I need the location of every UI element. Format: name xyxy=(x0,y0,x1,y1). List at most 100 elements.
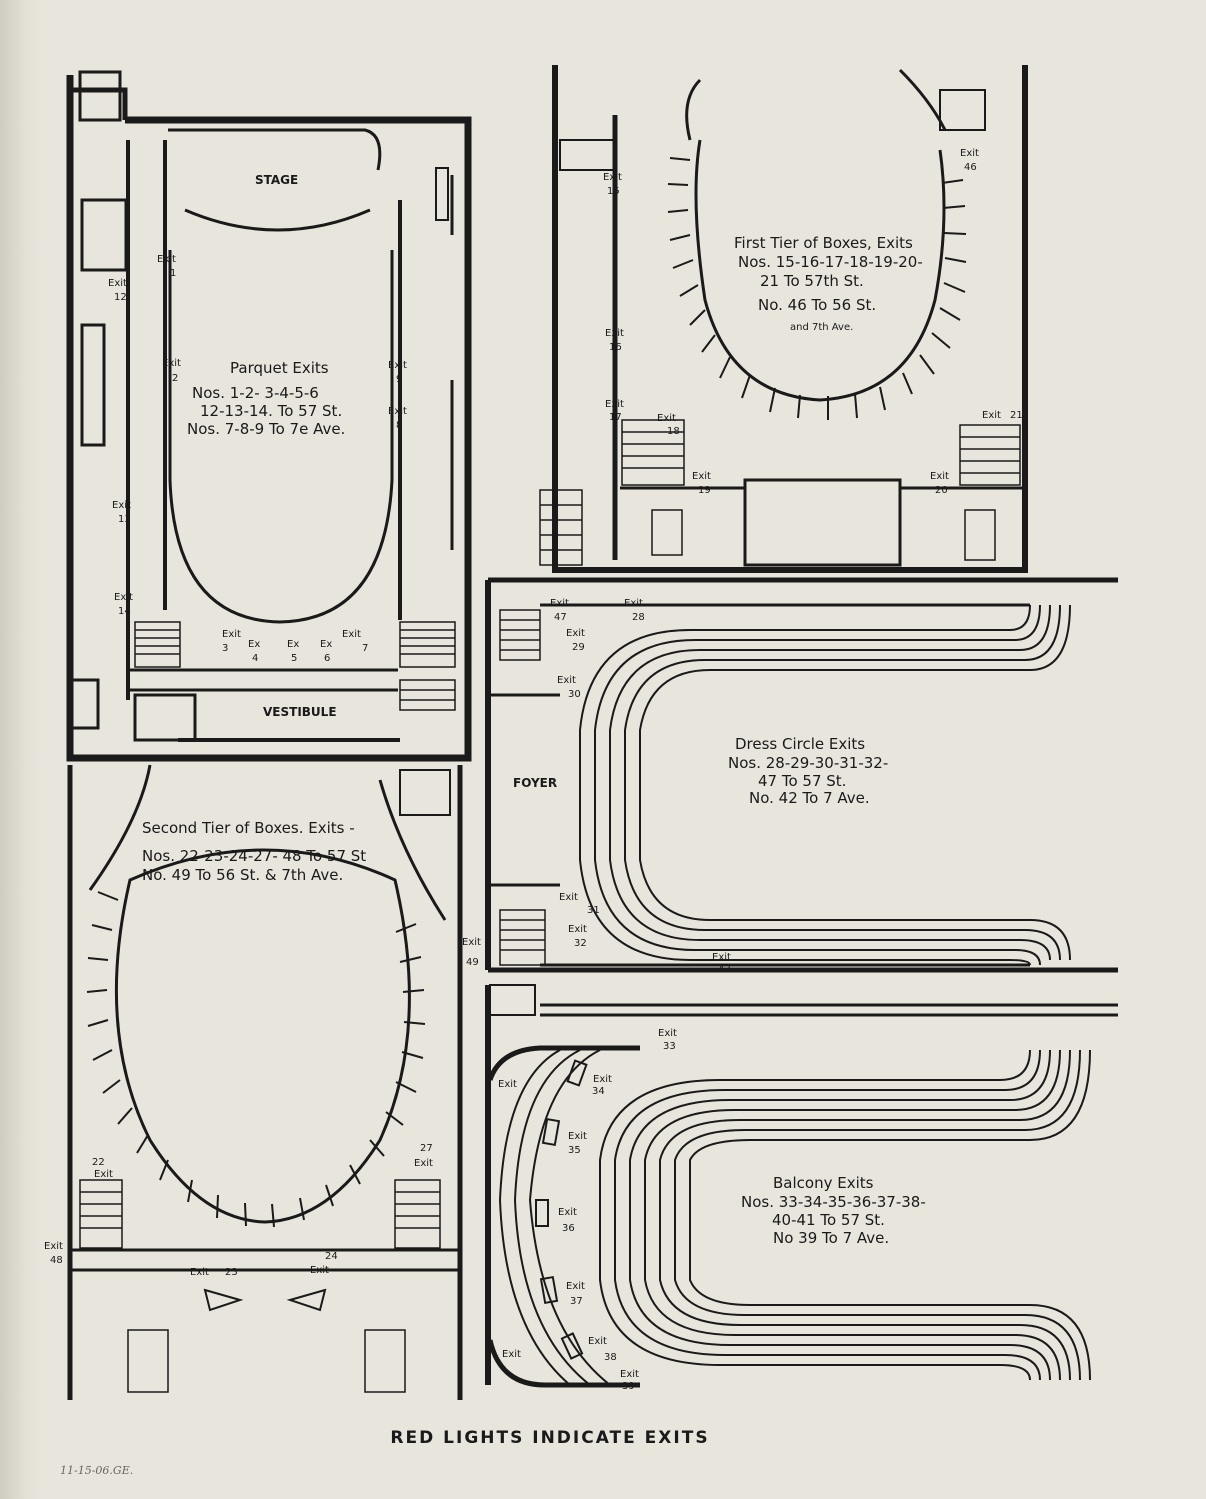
exit-number: 3 xyxy=(222,643,228,654)
exit-number: 48 xyxy=(50,1255,63,1266)
exit-number: 14 xyxy=(118,606,131,617)
exit-word: Exit xyxy=(692,471,711,482)
exit-number: 27 xyxy=(420,1143,433,1154)
balcony-title: Balcony Exits xyxy=(773,1174,874,1192)
exit-number: 2 xyxy=(172,373,178,384)
first-tier-line-3: No. 46 To 56 St. xyxy=(758,296,876,314)
exit-number: 9 xyxy=(396,374,402,385)
exit-number: 17 xyxy=(609,412,622,423)
exit-word: Exit xyxy=(112,500,131,511)
exit-number: 24 xyxy=(325,1251,338,1262)
first-tier-line-2: 21 To 57th St. xyxy=(760,272,864,290)
exit-number: 6 xyxy=(324,653,330,664)
exit-number: 18 xyxy=(667,426,680,437)
exit-number: 8 xyxy=(396,420,402,431)
exit-number: 42 xyxy=(718,964,731,975)
exit-word: Ex xyxy=(248,639,260,650)
exit-word: Exit xyxy=(414,1158,433,1169)
foyer-label: FOYER xyxy=(513,776,557,790)
exit-word: Exit xyxy=(557,675,576,686)
second-tier-line-1: Nos. 22-23-24-27- 48 To 57 St xyxy=(142,847,366,865)
vestibule-label: VESTIBULE xyxy=(263,705,337,719)
balcony-line-2: 40-41 To 57 St. xyxy=(772,1211,885,1229)
exit-word: Exit xyxy=(566,1281,585,1292)
first-tier-line-1: Nos. 15-16-17-18-19-20- xyxy=(738,253,923,271)
dress-circle-line-3: No. 42 To 7 Ave. xyxy=(749,789,870,807)
exit-word: Exit xyxy=(550,598,569,609)
exit-word: Exit xyxy=(190,1267,209,1278)
exit-number: 12 xyxy=(114,292,127,303)
exit-number: 13 xyxy=(118,514,131,525)
exit-number: 21 xyxy=(1010,410,1023,421)
exit-number: 5 xyxy=(291,653,297,664)
exit-word: Ex xyxy=(320,639,332,650)
balcony-line-3: No 39 To 7 Ave. xyxy=(773,1229,889,1247)
exit-word: Exit xyxy=(982,410,1001,421)
exit-number: 22 xyxy=(92,1157,105,1168)
exit-word: Exit xyxy=(558,1207,577,1218)
exit-word: Exit xyxy=(222,629,241,640)
exit-number: 35 xyxy=(568,1145,581,1156)
exit-number: 31 xyxy=(587,905,600,916)
exit-number: 23 xyxy=(225,1267,238,1278)
parquet-title: Parquet Exits xyxy=(230,359,329,377)
exit-word: Exit xyxy=(388,360,407,371)
exit-number: 1 xyxy=(170,268,176,279)
exit-number: 47 xyxy=(554,612,567,623)
exit-word: Exit xyxy=(593,1074,612,1085)
dress-circle-line-1: Nos. 28-29-30-31-32- xyxy=(728,754,888,772)
exit-word: Exit xyxy=(568,924,587,935)
exit-word: Exit xyxy=(162,358,181,369)
exit-word: Exit xyxy=(388,406,407,417)
exit-number: 39 xyxy=(622,1381,635,1392)
exit-word: Exit xyxy=(114,592,133,603)
exit-number: 34 xyxy=(592,1086,605,1097)
stage-label: STAGE xyxy=(255,173,298,187)
exit-number: 49 xyxy=(466,957,479,968)
exit-word: Exit xyxy=(930,471,949,482)
dress-circle-line-2: 47 To 57 St. xyxy=(758,772,846,790)
exit-number: 20 xyxy=(935,485,948,496)
dress-circle-plan xyxy=(485,577,1118,973)
exit-word: Exit xyxy=(568,1131,587,1142)
exit-word: Exit xyxy=(960,148,979,159)
exit-word: Exit xyxy=(566,628,585,639)
exit-word: Exit xyxy=(94,1169,113,1180)
exit-word: Exit xyxy=(108,278,127,289)
exit-word: Exit xyxy=(559,892,578,903)
exit-number: 15 xyxy=(607,186,620,197)
exit-word: Exit xyxy=(498,1079,517,1090)
dress-circle-title: Dress Circle Exits xyxy=(735,735,865,753)
first-tier-plan xyxy=(539,65,1028,573)
exit-number: 32 xyxy=(574,938,587,949)
exit-word: Exit xyxy=(712,952,731,963)
exit-word: Exit xyxy=(462,937,481,948)
exit-word: Exit xyxy=(342,629,361,640)
first-tier-title: First Tier of Boxes, Exits xyxy=(734,234,913,252)
exit-word: Exit xyxy=(620,1369,639,1380)
parquet-line-1: Nos. 1-2- 3-4-5-6 xyxy=(192,384,319,402)
exit-word: Exit xyxy=(44,1241,63,1252)
balcony-line-1: Nos. 33-34-35-36-37-38- xyxy=(741,1193,926,1211)
exit-word: Exit xyxy=(502,1349,521,1360)
exit-word: Exit xyxy=(310,1265,329,1276)
exit-number: 4 xyxy=(252,653,258,664)
parquet-line-2: 12-13-14. To 57 St. xyxy=(200,402,342,420)
exit-number: 16 xyxy=(609,342,622,353)
first-tier-line-4: and 7th Ave. xyxy=(790,322,853,333)
exit-word: Exit xyxy=(624,598,643,609)
exit-word: Exit xyxy=(605,399,624,410)
parquet-plan xyxy=(66,70,472,762)
second-tier-title: Second Tier of Boxes. Exits - xyxy=(142,819,355,837)
binding-edge xyxy=(0,0,40,1499)
exit-number: 30 xyxy=(568,689,581,700)
exit-number: 33 xyxy=(663,1041,676,1052)
exit-word: Exit xyxy=(658,1028,677,1039)
pencil-note: 11-15-06.GE. xyxy=(60,1464,134,1477)
exit-word: Exit xyxy=(657,413,676,424)
second-tier-plan xyxy=(67,764,463,1400)
exit-word: Exit xyxy=(603,172,622,183)
exit-word: Ex xyxy=(287,639,299,650)
